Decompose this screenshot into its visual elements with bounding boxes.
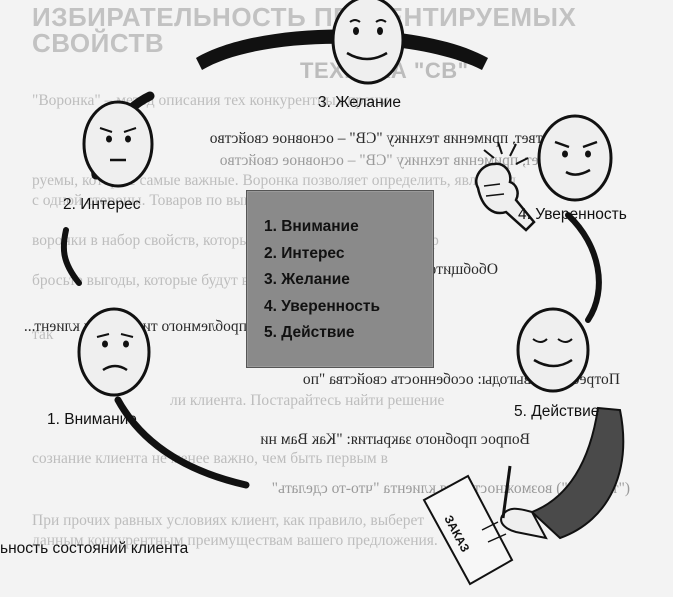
ghost-body-line: руемы, которые самые важные. Воронка поз… xyxy=(32,172,517,189)
ghost-body-line: При прочих равных условиях клиент, как п… xyxy=(32,512,425,529)
stage-label-confidence: 4. Уверенность xyxy=(518,206,627,223)
smiling-face-icon xyxy=(331,0,405,85)
center-summary-list: 1. Внимание 2. Интерес 3. Желание 4. Уве… xyxy=(264,214,380,347)
ghost-body-line: ли клиента. Постарайтесь найти решение xyxy=(170,392,445,409)
cycle-arc-top xyxy=(196,29,488,70)
signing-arm-icon xyxy=(500,406,625,540)
stage-label-desire: 3. Желание xyxy=(318,94,401,111)
summary-item: 3. Желание xyxy=(264,271,350,288)
content-face-icon xyxy=(516,307,590,393)
summary-item: 5. Действие xyxy=(264,324,355,341)
figure-caption: ьность состояний клиента xyxy=(0,540,189,557)
stage-label-action: 5. Действие xyxy=(514,403,600,420)
ghost-body-line: сознание клиента не менее важно, чем быт… xyxy=(32,450,388,467)
snapping-fingers-icon xyxy=(475,141,536,232)
summary-item: 2. Интерес xyxy=(264,244,345,262)
cycle-arc-bottom-left xyxy=(114,396,250,489)
center-summary-box xyxy=(246,190,434,368)
order-form-icon: ЗАКАЗ xyxy=(422,474,514,586)
stage-label-attention: 1. Внимание xyxy=(47,411,137,428)
determined-face-icon xyxy=(537,114,613,202)
cycle-arc-left-lower xyxy=(60,227,82,286)
stage-label-interest: 2. Интерес xyxy=(63,196,141,213)
curious-face-icon xyxy=(82,100,154,188)
cycle-arc-right xyxy=(565,212,602,323)
frowning-face-icon xyxy=(77,307,151,397)
ghost-heading: СВОЙСТВ xyxy=(32,28,165,58)
summary-item: 4. Уверенность xyxy=(264,297,381,315)
ghost-body-line: так xyxy=(32,326,54,343)
ghost-body-line: данным конкурентным преимуществам вашего… xyxy=(32,532,438,549)
ghost-heading: ИЗБИРАТЕЛЬНОСТЬ ПРЕЗЕНТИРУЕМЫХ xyxy=(32,2,577,32)
summary-item: 1. Внимание xyxy=(264,218,359,235)
